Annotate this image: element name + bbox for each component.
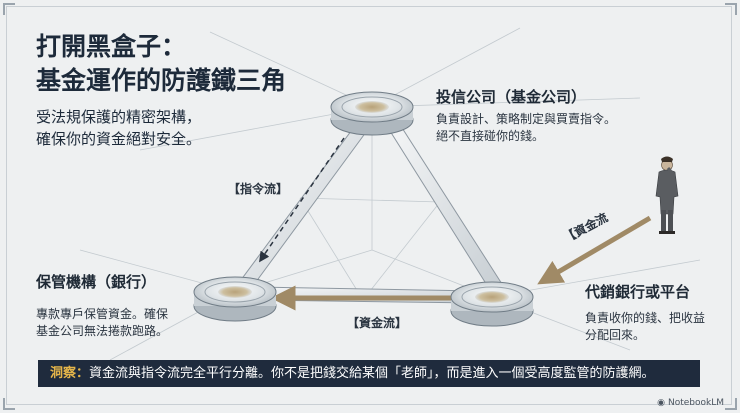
custodian-label: 保管機構（銀行） 專款專戶保管資金。確保 基金公司無法捲款跑路。 — [36, 272, 168, 340]
fund-flow-label-bottom: 【資金流】 — [345, 315, 410, 331]
corner-ornament — [3, 398, 15, 410]
brand-watermark: ◉NotebookLM — [657, 398, 724, 408]
page-title: 打開黑盒子： 基金運作的防護鐵三角 — [36, 30, 286, 98]
subtitle-line-2: 確保你的資金絕對安全。 — [36, 130, 202, 148]
notebooklm-logo-icon: ◉ — [657, 398, 665, 408]
subtitle-line-1: 受法規保護的精密架構， — [36, 108, 202, 126]
custodian-desc: 專款專戶保管資金。確保 — [36, 307, 169, 321]
distributor-desc: 分配回來。 — [585, 328, 646, 342]
custodian-desc: 基金公司無法捲款跑路。 — [36, 324, 169, 338]
subtitle: 受法規保護的精密架構， 確保你的資金絕對安全。 — [36, 106, 201, 150]
distributor-desc: 負責收你的錢、把收益 — [585, 311, 706, 325]
corner-ornament — [725, 398, 737, 410]
outer-frame — [6, 6, 732, 405]
instruction-flow-arrow — [259, 137, 345, 263]
investment-company-desc: 絕不直接碰你的錢。 — [436, 129, 545, 143]
investment-company-title: 投信公司（基金公司） — [436, 88, 587, 106]
brand-name: NotebookLM — [667, 398, 724, 408]
custodian-title: 保管機構（銀行） — [36, 273, 157, 291]
title-line-1: 打開黑盒子： — [36, 32, 187, 61]
investment-company-label: 投信公司（基金公司） 負責設計、策略制定與買賣指令。 絕不直接碰你的錢。 — [436, 87, 616, 145]
distributor-title: 代銷銀行或平台 — [585, 283, 691, 301]
insight-banner: 洞察：資金流與指令流完全平行分離。你不是把錢交給某個「老師」，而是進入一個受高度… — [38, 360, 700, 387]
insight-lead: 洞察： — [50, 366, 90, 381]
disc-investment — [330, 91, 414, 136]
title-line-2: 基金運作的防護鐵三角 — [36, 66, 287, 95]
distributor-label: 代銷銀行或平台 負責收你的錢、把收益 分配回來。 — [585, 282, 705, 344]
corner-ornament — [725, 3, 737, 15]
investor-figure-icon — [655, 156, 679, 234]
fund-flow-arrow-right — [537, 215, 652, 285]
corner-ornament — [3, 3, 15, 15]
disc-custodian — [193, 276, 277, 322]
insight-text: 資金流與指令流完全平行分離。你不是把錢交給某個「老師」，而是進入一個受高度監管的… — [89, 366, 655, 381]
instruction-flow-label: 【指令流】 — [226, 181, 291, 197]
investment-company-desc: 負責設計、策略制定與買賣指令。 — [436, 112, 617, 126]
triangle-rails — [237, 119, 503, 304]
disc-distributor — [450, 281, 534, 327]
